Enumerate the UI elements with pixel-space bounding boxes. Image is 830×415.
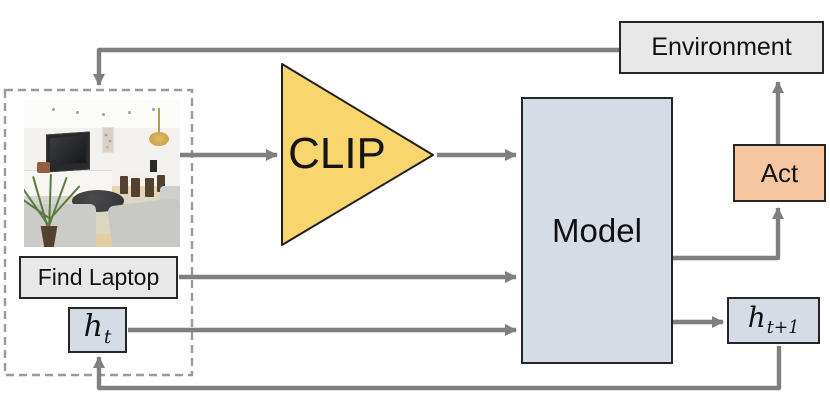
ceiling-light-icon: [128, 111, 131, 114]
room-sofa-left: [24, 204, 96, 247]
model-box: Model: [521, 97, 673, 364]
next-hidden-state-sub: t+1: [766, 317, 800, 338]
model-label: Model: [552, 211, 642, 249]
ceiling-light-icon: [102, 113, 105, 116]
arrow-model-to-act: [673, 207, 784, 261]
instruction-label: Find Laptop: [37, 264, 160, 290]
environment-box: Environment: [619, 21, 824, 74]
arrow-next-hidden-state-to-hidden-state: [93, 346, 782, 391]
instruction-box: Find Laptop: [19, 256, 178, 299]
room-basket: [37, 162, 50, 173]
room-plant-pot: [40, 226, 58, 247]
next-hidden-state-label: ht+1: [747, 300, 800, 338]
environment-label: Environment: [651, 33, 792, 61]
clip-text: CLIP: [288, 129, 386, 178]
act-label: Act: [760, 157, 799, 188]
hidden-state-base: h: [83, 309, 103, 345]
room-chair: [157, 175, 165, 192]
observation-image: [24, 100, 180, 247]
room-chair: [145, 178, 154, 197]
hidden-state-box: ht: [68, 307, 127, 353]
room-tv: [46, 131, 90, 173]
clip-triangle: [281, 63, 434, 246]
arrow-environment-to-observation: [93, 47, 619, 86]
room-chair: [131, 178, 140, 197]
room-chandelier-stem: [158, 108, 160, 134]
next-hidden-state-box: ht+1: [727, 297, 820, 344]
room-speaker: [150, 160, 157, 173]
ceiling-light-icon: [76, 111, 79, 114]
room-chair: [120, 176, 128, 194]
room-painting: [102, 127, 114, 153]
ceiling-light-icon: [152, 108, 155, 111]
next-hidden-state-base: h: [747, 300, 766, 334]
room-chandelier: [149, 132, 169, 146]
clip-encoder-label: CLIP: [284, 129, 390, 178]
room-ceiling: [24, 100, 180, 128]
act-box: Act: [733, 144, 826, 202]
hidden-state-sub: t: [103, 326, 112, 348]
room-tv-screen: [50, 135, 86, 166]
room-sofa-right: [107, 197, 180, 247]
hidden-state-label: ht: [84, 312, 112, 347]
ceiling-light-icon: [52, 108, 55, 111]
